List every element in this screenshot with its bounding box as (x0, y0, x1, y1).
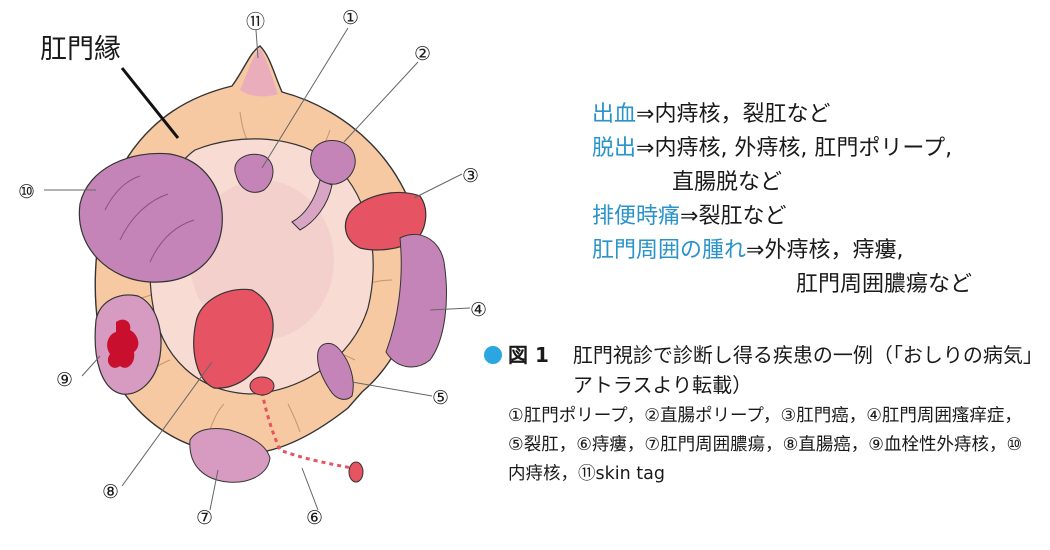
label-11: ⑪ (246, 11, 265, 33)
hemorrhoid-fold-lines (104, 175, 195, 263)
label-8: ⑧ (102, 481, 119, 503)
anal-inspection-diagram: 肛門縁 ① ② ③ ④ ⑤ ⑥ ⑦ ⑧ ⑨ ⑩ ⑪ (18, 7, 487, 529)
symptom-defecation-pain: 排便時痛⇒裂肛など (592, 200, 1042, 234)
fistula-external-opening (348, 461, 364, 483)
anal-fissure (317, 343, 354, 400)
symptom-desc: ⇒外痔核，痔瘻, (746, 238, 904, 263)
rim-label: 肛門縁 (40, 34, 121, 65)
bullet-dot-icon (484, 346, 502, 364)
caption-title: 肛門視診で診断し得る疾患の一例（「おしりの病気」アトラスより転載） (572, 343, 1043, 397)
symptom-term: 排便時痛 (592, 204, 681, 229)
symptom-term: 肛門周囲の腫れ (592, 238, 747, 263)
skin-tag (240, 48, 278, 97)
symptom-desc: ⇒内痔核，裂肛など (636, 102, 831, 127)
label-4: ④ (470, 299, 487, 321)
label-6: ⑥ (306, 507, 323, 529)
symptom-bleeding: 出血⇒内痔核，裂肛など (592, 98, 1042, 132)
symptom-desc: ⇒内痔核, 外痔核, 肛門ポリープ, (636, 136, 953, 161)
label-9: ⑨ (56, 369, 73, 391)
label-5: ⑤ (432, 387, 449, 409)
symptom-perianal-swelling: 肛門周囲の腫れ⇒外痔核，痔瘻, (592, 234, 1042, 268)
symptom-term: 脱出 (592, 136, 637, 161)
figure-caption: 図 1 肛門視診で診断し得る疾患の一例（「おしりの病気」アトラスより転載） ①肛… (484, 340, 1044, 489)
symptom-term: 出血 (592, 102, 637, 127)
pruritus-ani (385, 233, 447, 368)
fistula-internal-opening (249, 376, 275, 396)
symptom-prolapse: 脱出⇒内痔核, 外痔核, 肛門ポリープ, (592, 132, 1042, 166)
anal-fistula-tract (260, 391, 353, 470)
internal-hemorrhoid (78, 152, 223, 283)
symptom-prolapse-cont: 直腸脱など (672, 170, 783, 195)
label-1: ① (342, 7, 359, 29)
anal-polyp (234, 153, 274, 193)
perianal-abscess (189, 427, 271, 483)
symptom-list: 出血⇒内痔核，裂肛など 脱出⇒内痔核, 外痔核, 肛門ポリープ, 直腸脱など 排… (592, 98, 1042, 302)
rectal-polyp-stalk (291, 179, 333, 231)
caption-header: 図 1 肛門視診で診断し得る疾患の一例（「おしりの病気」アトラスより転載） (484, 340, 1044, 400)
leader-lines (44, 27, 471, 511)
label-2: ② (414, 43, 431, 65)
label-7: ⑦ (196, 507, 213, 529)
label-10: ⑩ (18, 181, 35, 203)
caption-body: ①肛門ポリープ，②直腸ポリープ，③肛門癌，④肛門周囲瘙痒症，⑤裂肛，⑥痔瘻，⑦肛… (508, 406, 1023, 484)
figure-label: 図 1 (508, 343, 549, 367)
symptom-desc: ⇒裂肛など (680, 204, 787, 229)
rectal-polyp (310, 140, 356, 185)
label-3: ③ (462, 165, 479, 187)
thrombus-clot (107, 319, 139, 368)
symptom-perianal-swelling-cont: 肛門周囲膿瘍など (796, 272, 973, 297)
rim-pointer (120, 67, 180, 139)
